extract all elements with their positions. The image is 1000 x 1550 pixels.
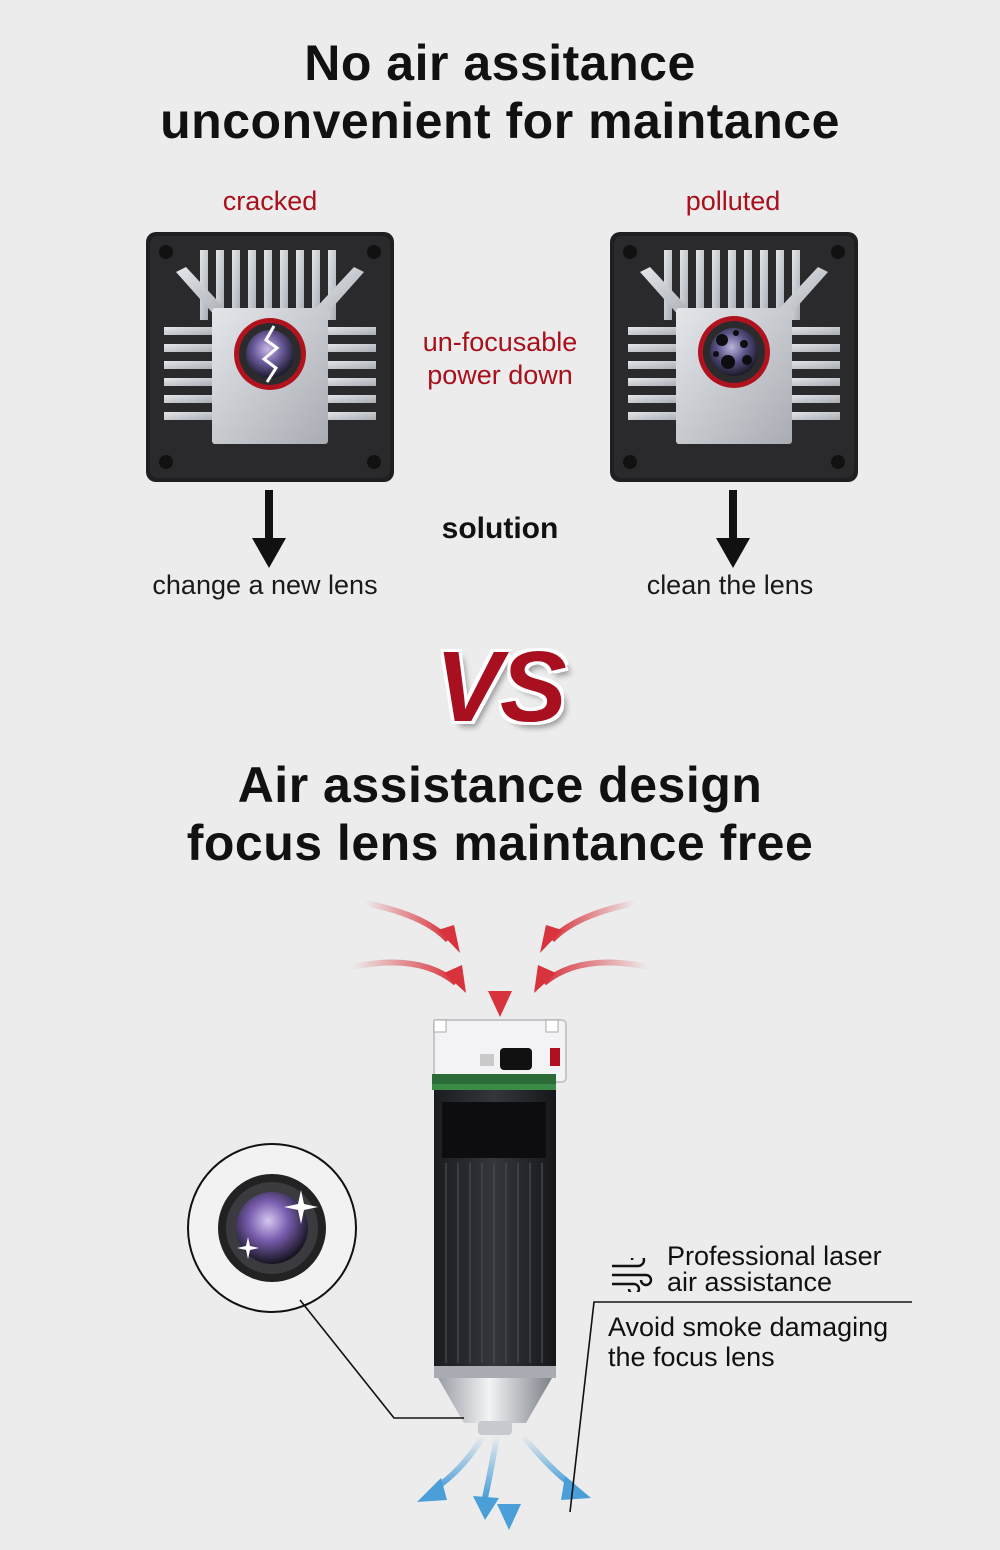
laser-module-polluted-image: [610, 232, 858, 482]
feature-title: Professional laser air assistance: [667, 1241, 927, 1297]
feature-desc-line2: the focus lens: [608, 1342, 775, 1372]
issue-line2: power down: [427, 360, 573, 390]
top-title-line2: unconvenient for maintance: [160, 93, 840, 149]
cracked-label: cracked: [222, 186, 318, 216]
laser-head-image: [432, 1019, 567, 1435]
wind-icon: [612, 1258, 653, 1292]
feature-title-line2: air assistance: [667, 1267, 833, 1297]
solution-label: solution: [441, 512, 559, 545]
laser-module-cracked-image: [146, 232, 394, 482]
down-arrow-right-icon: [716, 490, 750, 568]
airflow-out-arrows-icon: [417, 1434, 591, 1530]
bottom-title-line1: Air assistance design: [237, 757, 763, 813]
issue-text: un-focusable power down: [380, 326, 620, 392]
clean-lens-text: clean the lens: [646, 570, 814, 600]
feature-desc-line1: Avoid smoke damaging: [608, 1312, 889, 1342]
vs-text: VS: [435, 631, 566, 743]
change-lens-text: change a new lens: [152, 570, 378, 600]
bottom-title-line2: focus lens maintance free: [186, 815, 814, 871]
top-title-line1: No air assitance: [304, 35, 696, 91]
feature-description: Avoid smoke damaging the focus lens: [608, 1312, 928, 1372]
polluted-label: polluted: [685, 186, 781, 216]
down-arrow-left-icon: [252, 490, 286, 568]
top-title: No air assitance unconvenient for mainta…: [0, 34, 1000, 150]
bottom-title: Air assistance design focus lens maintan…: [0, 756, 1000, 872]
lens-closeup-image: [187, 1143, 357, 1313]
airflow-in-arrows-icon: [351, 900, 649, 1017]
feature-title-line1: Professional laser: [667, 1241, 882, 1271]
issue-line1: un-focusable: [422, 327, 578, 357]
